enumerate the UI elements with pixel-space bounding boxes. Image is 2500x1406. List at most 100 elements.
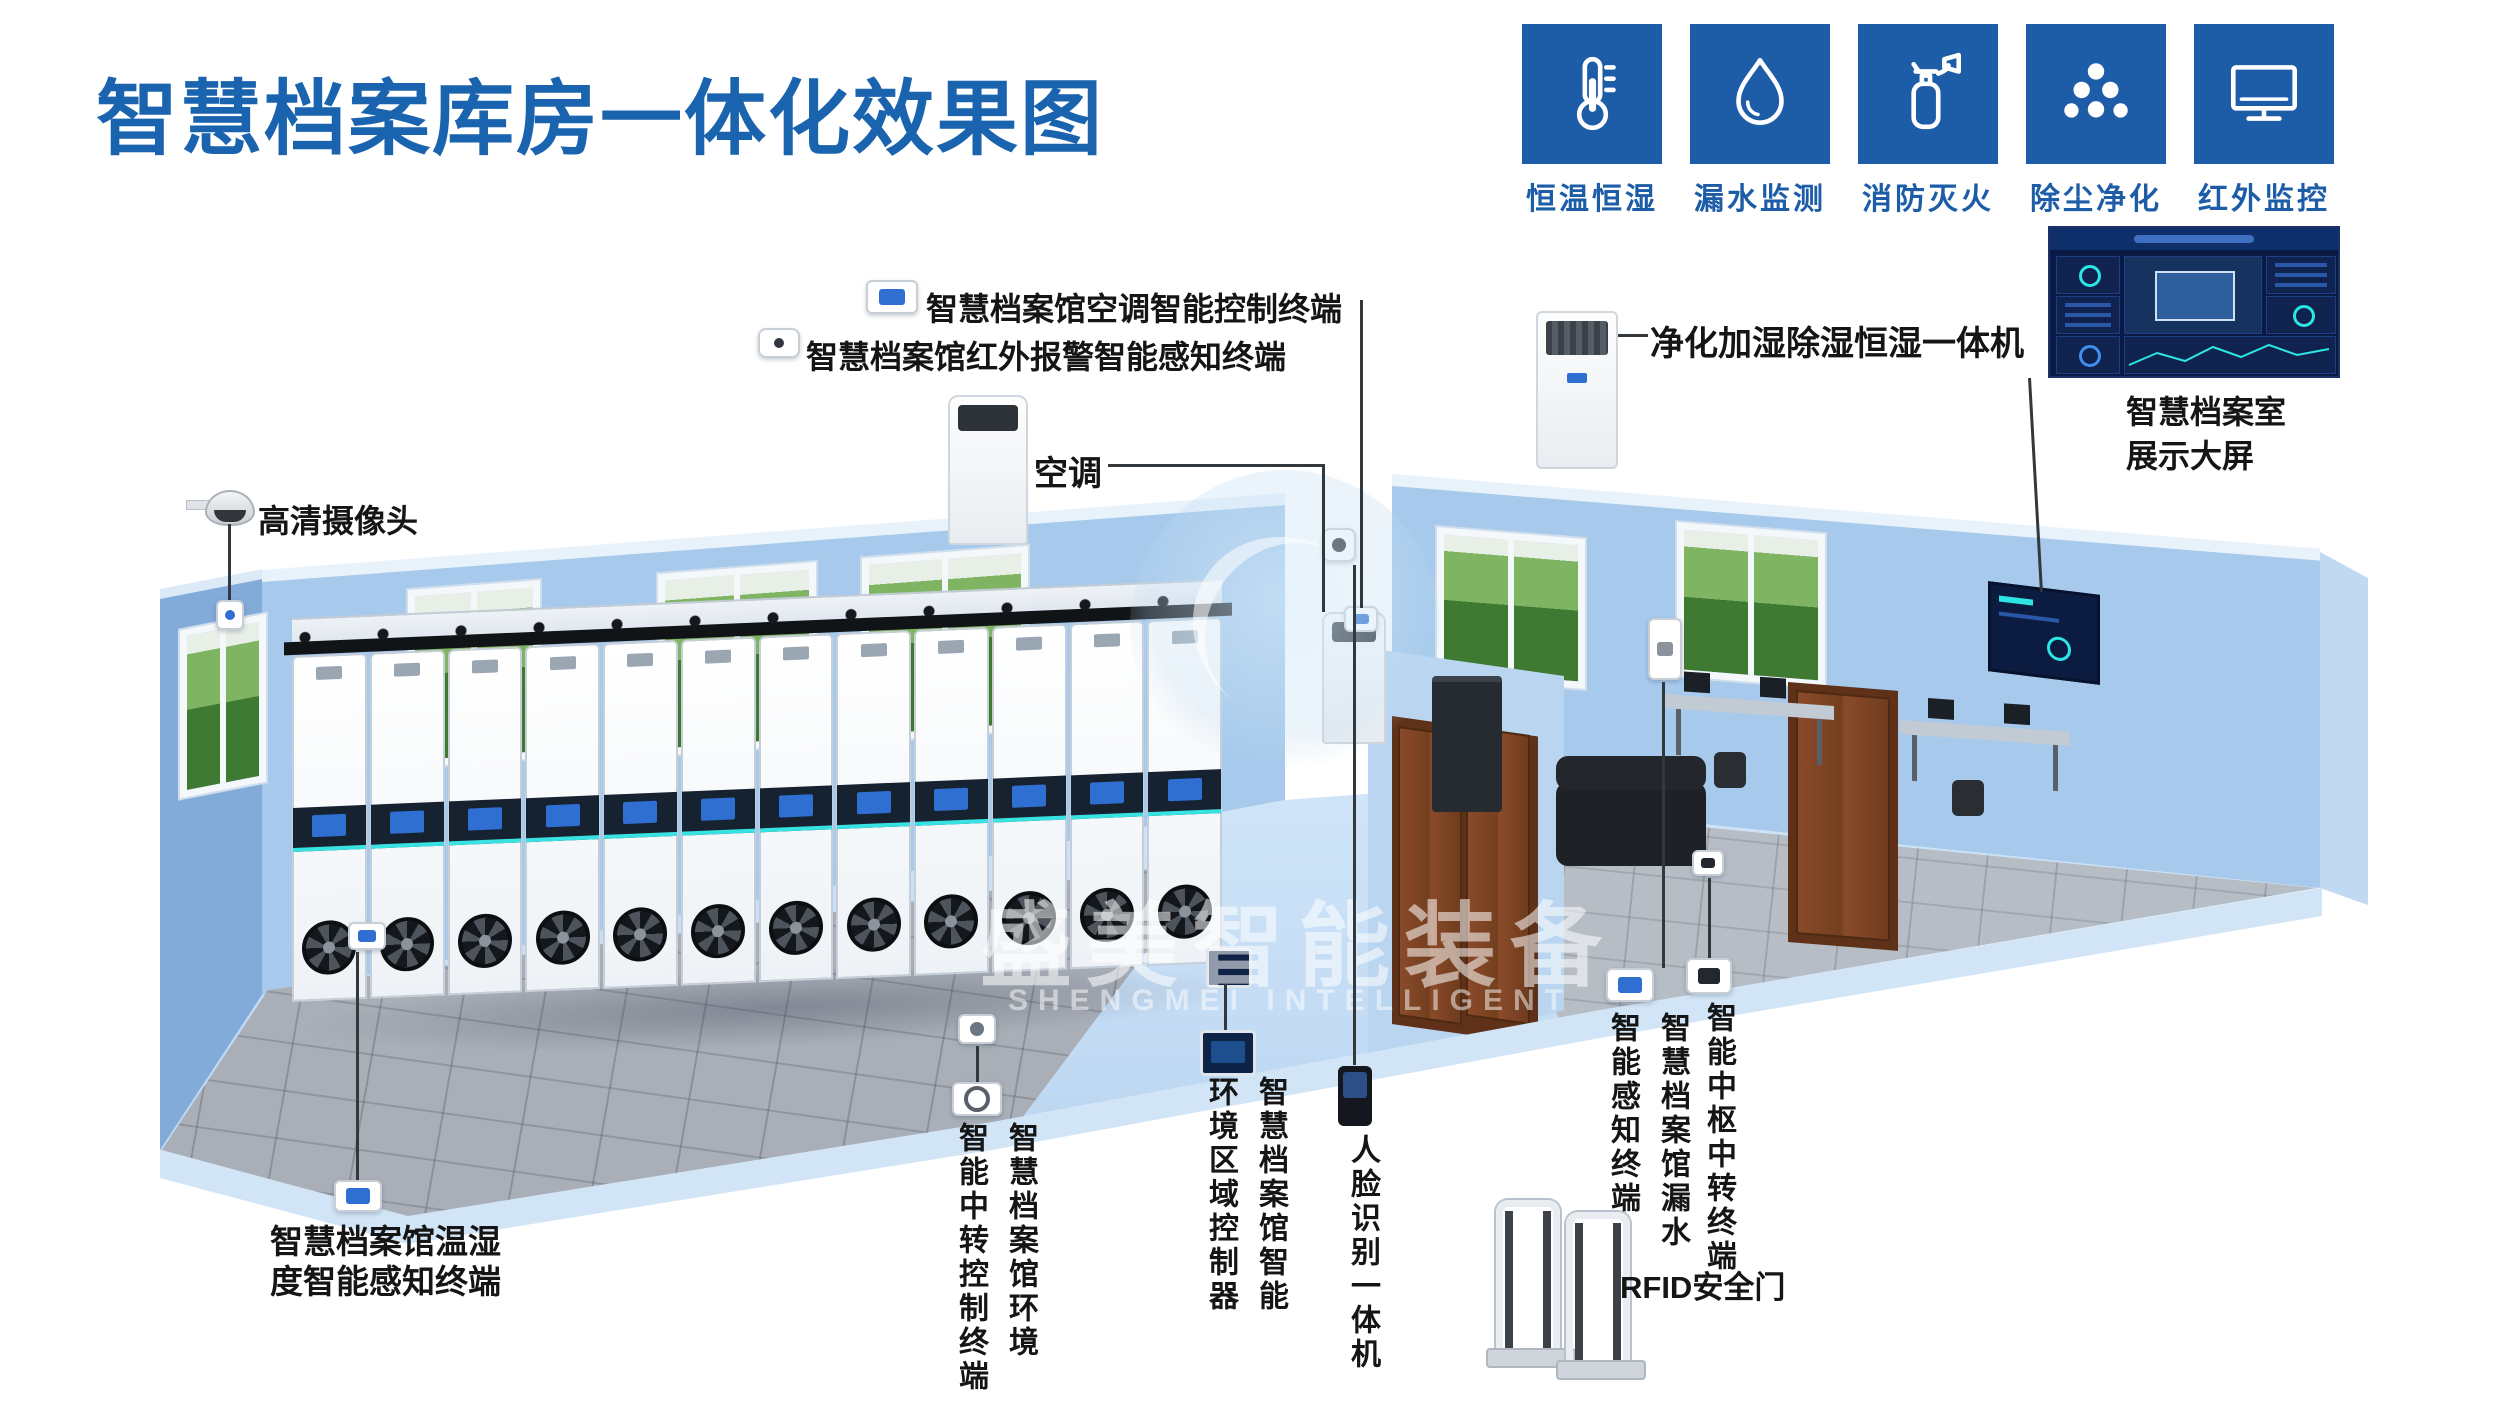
label-leak-col2: 智能感知终端 xyxy=(1606,1012,1639,1216)
shelf-column xyxy=(836,630,911,980)
env-zone-controller-icon xyxy=(1200,1030,1256,1076)
env-zone-wall-panel xyxy=(1206,948,1252,988)
monitor-graph-bar xyxy=(1999,595,2033,606)
desk-leg xyxy=(2053,744,2058,792)
temp-humidity-terminal-icon xyxy=(334,1180,382,1212)
callout-line-hub xyxy=(1708,878,1711,958)
label-env-zone-col1: 智慧档案馆智能 xyxy=(1254,1076,1287,1314)
label-temp-line2: 度智能感知终端 xyxy=(270,1263,501,1300)
purifier-grille xyxy=(1546,321,1608,355)
feature-fire-extinguishing: 消防灭火 xyxy=(1858,24,1998,218)
dashboard-center-panel xyxy=(2124,256,2262,334)
label-display-screen: 智慧档案室 展示大屏 xyxy=(2126,390,2286,478)
shelf-column xyxy=(447,646,523,996)
hd-dome-camera xyxy=(205,490,255,526)
office-chair xyxy=(1952,780,1984,816)
rfid-gate-2 xyxy=(1566,1212,1630,1364)
label-env-zone-controller: 智慧档案馆智能 环境区域控制器 xyxy=(1198,1076,1292,1314)
fire-extinguisher-icon xyxy=(1858,24,1998,164)
dashboard-panel xyxy=(2266,256,2336,294)
feature-label: 消防灭火 xyxy=(1862,183,1994,216)
desk-leg xyxy=(1676,708,1681,756)
label-display-line1: 智慧档案室 xyxy=(2126,394,2287,430)
shelf-column xyxy=(680,636,756,986)
floor-air-conditioner-1 xyxy=(948,395,1028,545)
label-purifier: 净化加湿除湿恒湿一体机 xyxy=(1650,325,2024,363)
callout-line-env-relay xyxy=(976,1046,979,1082)
desk-leg xyxy=(1912,734,1917,782)
feature-leak-monitoring: 漏水监测 xyxy=(1690,24,1830,218)
thermometer-icon xyxy=(1522,24,1662,164)
dashboard-screen xyxy=(2048,226,2340,378)
feature-label: 除尘净化 xyxy=(2030,183,2162,216)
callout-line-ac-control xyxy=(1360,300,1363,608)
label-ir-alarm-terminal: 智慧档案馆红外报警智能感知终端 xyxy=(806,339,1287,375)
desk-monitor xyxy=(1760,676,1786,699)
feature-constant-temp-humidity: 恒温恒湿 xyxy=(1522,24,1662,218)
label-env-zone-col2: 环境区域控制器 xyxy=(1204,1076,1237,1314)
label-leak-terminal: 智慧档案馆漏水 智能感知终端 xyxy=(1600,1012,1694,1250)
water-drop-icon xyxy=(1690,24,1830,164)
rfid-gate-1 xyxy=(1496,1200,1560,1352)
desk-monitor xyxy=(2004,703,2030,726)
env-relay-wall-device xyxy=(958,1014,996,1044)
watermark-text-en: SHENGMEI INTELLIGENT xyxy=(1008,984,1574,1017)
callout-line-ac-vertical xyxy=(1322,464,1325,612)
label-leak-col1: 智慧档案馆漏水 xyxy=(1656,1012,1689,1250)
label-face-recognition: 人脸识别一体机 xyxy=(1346,1134,1379,1372)
office-wall-monitor xyxy=(1988,581,2100,685)
label-display-line2: 展示大屏 xyxy=(2126,438,2255,474)
wall-sensor-below-camera xyxy=(216,600,244,630)
watermark-text-cn: 盛美智能装备 xyxy=(980,896,1617,998)
dashboard-panel xyxy=(2056,296,2120,334)
label-env-relay-col1: 智慧档案馆环境 xyxy=(1004,1122,1037,1360)
label-env-relay-col2: 智能中转控制终端 xyxy=(954,1122,987,1394)
label-hub-terminal: 智能中枢中转终端 xyxy=(1702,1002,1735,1274)
ac-control-terminal-icon xyxy=(866,280,918,314)
dashboard-panel xyxy=(2266,296,2336,334)
right-wall-outer-face xyxy=(2320,552,2368,905)
feature-label: 恒温恒湿 xyxy=(1526,183,1658,216)
hub-terminal-icon xyxy=(1686,958,1732,994)
shelf-column xyxy=(758,633,834,983)
shelf-column xyxy=(914,626,989,976)
purifier-unit xyxy=(1536,311,1618,469)
label-air-conditioner: 空调 xyxy=(1034,455,1102,493)
shelf-column xyxy=(525,643,600,993)
callout-line-face xyxy=(1353,565,1356,1065)
callout-line-purifier xyxy=(1618,334,1648,337)
label-temp-line1: 智慧档案馆温湿 xyxy=(270,1223,501,1260)
feature-label: 红外监控 xyxy=(2198,183,2330,216)
rfid-gate-base-2 xyxy=(1556,1360,1646,1380)
sofa-back xyxy=(1556,756,1706,790)
leak-terminal-icon xyxy=(1606,968,1654,1002)
dust-particles-icon xyxy=(2026,24,2166,164)
sofa xyxy=(1556,756,1706,866)
ir-alarm-sensor-icon xyxy=(758,328,800,358)
label-ac-control-terminal: 智慧档案馆空调智能控制终端 xyxy=(926,291,1343,327)
monitor-line xyxy=(1999,611,2059,623)
purifier-screen xyxy=(1567,373,1587,383)
temp-humidity-sensor-on-shelf xyxy=(348,922,386,950)
label-env-relay-terminal: 智慧档案馆环境 智能中转控制终端 xyxy=(948,1122,1042,1394)
window-office-2 xyxy=(1677,522,1825,688)
feature-tiles: 恒温恒湿 漏水监测 消防灭火 除尘净化 xyxy=(1522,24,2334,218)
desk-monitor xyxy=(1928,698,1954,720)
shelf-column xyxy=(603,639,678,989)
env-zone-screen xyxy=(1211,1041,1245,1063)
dashboard-chart-strip xyxy=(2124,336,2336,374)
feature-infrared-monitoring: 红外监控 xyxy=(2194,24,2334,218)
env-relay-terminal-icon xyxy=(952,1082,1002,1116)
label-temp-humidity: 智慧档案馆温湿 度智能感知终端 xyxy=(270,1222,501,1302)
label-rfid-gate: RFID安全门 xyxy=(1620,1270,1786,1305)
desk-leg xyxy=(1817,718,1822,766)
office-door-panel xyxy=(1796,690,1890,942)
face-device-screen xyxy=(1343,1072,1367,1098)
callout-line-env-zone xyxy=(1224,984,1227,1030)
callout-line-camera xyxy=(228,524,231,600)
feature-label: 漏水监测 xyxy=(1694,183,1826,216)
leak-sensor-wall-device xyxy=(1648,618,1682,680)
window-left-wall xyxy=(180,613,266,799)
monitor-ring xyxy=(2047,635,2071,663)
callout-line-leak xyxy=(1662,682,1665,968)
